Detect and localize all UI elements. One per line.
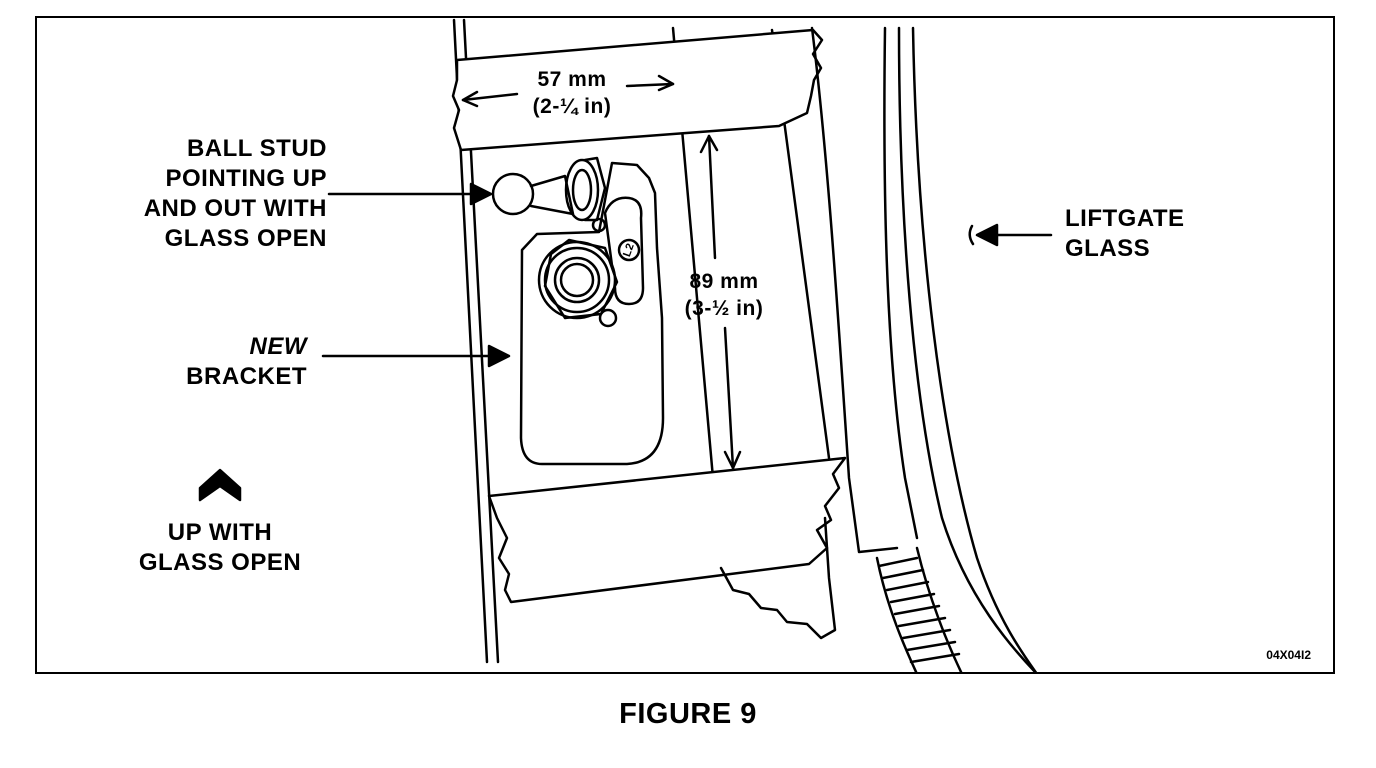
figure-id: 04X04I2 bbox=[1266, 648, 1311, 662]
glass-frame-edge-3 bbox=[897, 26, 1037, 672]
ball-stud-leader-arrow bbox=[327, 182, 493, 206]
liftgate-glass-leader-arrow bbox=[968, 223, 1053, 247]
liftgate-glass-label: LIFTGATE GLASS bbox=[1065, 204, 1185, 264]
width-dimension-imperial: (2-¼ in) bbox=[532, 95, 612, 118]
tape-strip-bottom bbox=[487, 456, 847, 604]
up-with-glass-open-label: UP WITH GLASS OPEN bbox=[120, 518, 320, 578]
up-direction-arrow bbox=[198, 468, 242, 502]
bracket-slot bbox=[603, 196, 645, 306]
ball-stud-label-line: BALL STUD bbox=[186, 135, 327, 162]
figure-frame: BALL STUD POINTING UP AND OUT WITH GLASS… bbox=[35, 16, 1335, 674]
height-dimension-metric: 89 mm bbox=[689, 270, 759, 293]
new-bracket-label-italic: NEW bbox=[249, 333, 307, 360]
ball-stud bbox=[491, 156, 607, 222]
hex-nut bbox=[537, 238, 619, 320]
figure-caption: FIGURE 9 bbox=[619, 698, 757, 730]
liftgate-glass-label-line: GLASS bbox=[1065, 235, 1151, 262]
height-dimension-arrow bbox=[699, 134, 742, 470]
glass-frame-edge-1 bbox=[810, 26, 899, 554]
glass-frame-edge-2 bbox=[883, 26, 919, 540]
new-bracket-leader-arrow bbox=[321, 344, 511, 368]
bracket-hole bbox=[598, 308, 618, 328]
ball-stud-label-line: POINTING UP bbox=[165, 165, 327, 192]
new-bracket-label: NEW BRACKET bbox=[137, 332, 307, 392]
glass-frame-edge-4 bbox=[911, 26, 1038, 672]
up-label-line: GLASS OPEN bbox=[138, 549, 302, 576]
width-dimension-arrow bbox=[461, 74, 675, 108]
ball-stud-mount-hole bbox=[591, 217, 607, 233]
ball-stud-label-line: GLASS OPEN bbox=[164, 225, 327, 252]
corrugated-hose bbox=[875, 546, 963, 672]
height-dimension-imperial: (3-½ in) bbox=[684, 297, 764, 320]
up-label-line: UP WITH bbox=[167, 519, 273, 546]
new-bracket-label-text: BRACKET bbox=[186, 363, 307, 390]
ball-stud-label: BALL STUD POINTING UP AND OUT WITH GLASS… bbox=[117, 134, 327, 254]
width-dimension-label: 57 mm (2-¼ in) bbox=[507, 66, 637, 120]
tape-strip-top bbox=[451, 28, 824, 152]
liftgate-hinge-drawing bbox=[198, 18, 1053, 672]
height-dimension-label: 89 mm (3-½ in) bbox=[659, 268, 789, 322]
width-dimension-metric: 57 mm bbox=[537, 68, 607, 91]
l2-mark-circle bbox=[617, 238, 641, 262]
ball-stud-label-line: AND OUT WITH bbox=[143, 195, 327, 222]
torn-panel-edge bbox=[719, 516, 837, 640]
liftgate-glass-label-line: LIFTGATE bbox=[1065, 205, 1185, 232]
